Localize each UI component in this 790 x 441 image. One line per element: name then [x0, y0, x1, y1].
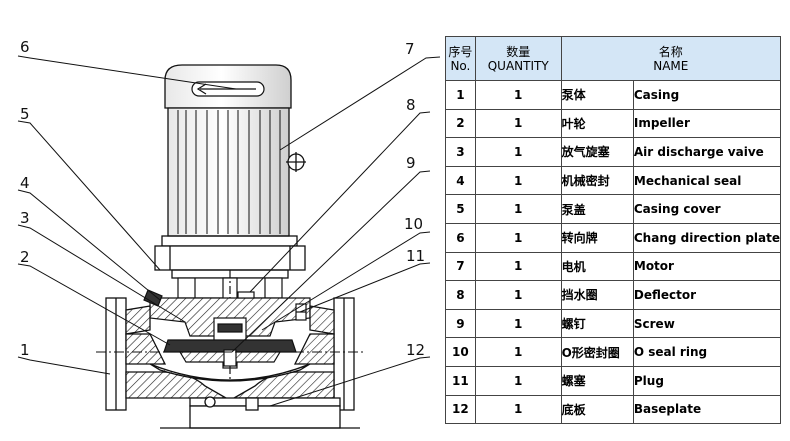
- callout-1: 1: [20, 341, 30, 359]
- cell-name-en: Air discharge vaive: [632, 137, 782, 167]
- callout-9: 9: [406, 154, 416, 172]
- cell-no: 4: [445, 165, 476, 196]
- cell-quantity: 1: [474, 108, 562, 139]
- cell-name-zh: 泵盖: [560, 194, 634, 224]
- cell-quantity: 1: [474, 80, 562, 110]
- cell-no: 7: [445, 251, 476, 282]
- leader-lines: [17, 55, 440, 407]
- cell-name-zh: 转向牌: [560, 222, 634, 253]
- cell-no: 10: [445, 337, 476, 367]
- cell-quantity: 1: [474, 251, 562, 282]
- callout-4: 4: [20, 174, 30, 192]
- cell-name-zh: 底板: [560, 394, 634, 425]
- cell-quantity: 1: [474, 394, 562, 425]
- cell-name-zh: 电机: [560, 251, 634, 282]
- cell-name-en: Baseplate: [632, 394, 782, 425]
- cell-name-en: Casing: [632, 80, 782, 110]
- callout-7: 7: [405, 40, 415, 58]
- cell-name-en: Mechanical seal: [632, 165, 782, 196]
- table-header-row: 序号 No. 数量 QUANTITY 名称 NAME: [445, 36, 782, 81]
- cell-name-zh: 螺塞: [560, 365, 634, 396]
- cell-name-en: Chang direction plate: [632, 222, 782, 253]
- cell-quantity: 1: [474, 137, 562, 167]
- cell-name-zh: 挡水圈: [560, 280, 634, 310]
- cell-name-zh: 螺钉: [560, 308, 634, 339]
- cell-name-en: Plug: [632, 365, 782, 396]
- cell-name-zh: 叶轮: [560, 108, 634, 139]
- cell-quantity: 1: [474, 365, 562, 396]
- cell-no: 9: [445, 308, 476, 339]
- cell-quantity: 1: [474, 337, 562, 367]
- cell-no: 11: [445, 365, 476, 396]
- cell-quantity: 1: [474, 280, 562, 310]
- cell-no: 3: [445, 137, 476, 167]
- pump-head: [143, 270, 311, 380]
- callout-2: 2: [20, 248, 30, 266]
- callout-8: 8: [406, 96, 416, 114]
- pump-casing: [96, 297, 364, 411]
- cell-no: 8: [445, 280, 476, 310]
- cell-no: 1: [445, 80, 476, 110]
- cell-quantity: 1: [474, 194, 562, 224]
- cell-name-en: Casing cover: [632, 194, 782, 224]
- callout-3: 3: [20, 209, 30, 227]
- header-name: 名称 NAME: [560, 36, 782, 81]
- baseplate: [160, 396, 360, 429]
- header-quantity: 数量 QUANTITY: [474, 36, 562, 81]
- callout-10: 10: [404, 215, 423, 233]
- cell-no: 12: [445, 394, 476, 425]
- pump-cross-section-diagram: 6 7 5 8 4 9 3 10 2 11 1 12: [17, 38, 440, 429]
- callout-11: 11: [406, 247, 425, 265]
- cell-name-en: Deflector: [632, 280, 782, 310]
- cell-name-en: Impeller: [632, 108, 782, 139]
- cell-no: 2: [445, 108, 476, 139]
- cell-no: 5: [445, 194, 476, 224]
- cell-quantity: 1: [474, 222, 562, 253]
- header-no: 序号 No.: [445, 36, 476, 81]
- callout-5: 5: [20, 105, 30, 123]
- cell-quantity: 1: [474, 308, 562, 339]
- cell-name-zh: O形密封圈: [560, 337, 634, 367]
- cell-no: 6: [445, 222, 476, 253]
- motor: [154, 64, 306, 279]
- callout-6: 6: [20, 38, 30, 56]
- cell-quantity: 1: [474, 165, 562, 196]
- callout-12: 12: [406, 341, 425, 359]
- cell-name-en: O seal ring: [632, 337, 782, 367]
- cell-name-zh: 泵体: [560, 80, 634, 110]
- callout-labels: 6 7 5 8 4 9 3 10 2 11 1 12: [20, 38, 425, 359]
- cell-name-en: Screw: [632, 308, 782, 339]
- cell-name-zh: 机械密封: [560, 165, 634, 196]
- cell-name-zh: 放气旋塞: [560, 137, 634, 167]
- cell-name-en: Motor: [632, 251, 782, 282]
